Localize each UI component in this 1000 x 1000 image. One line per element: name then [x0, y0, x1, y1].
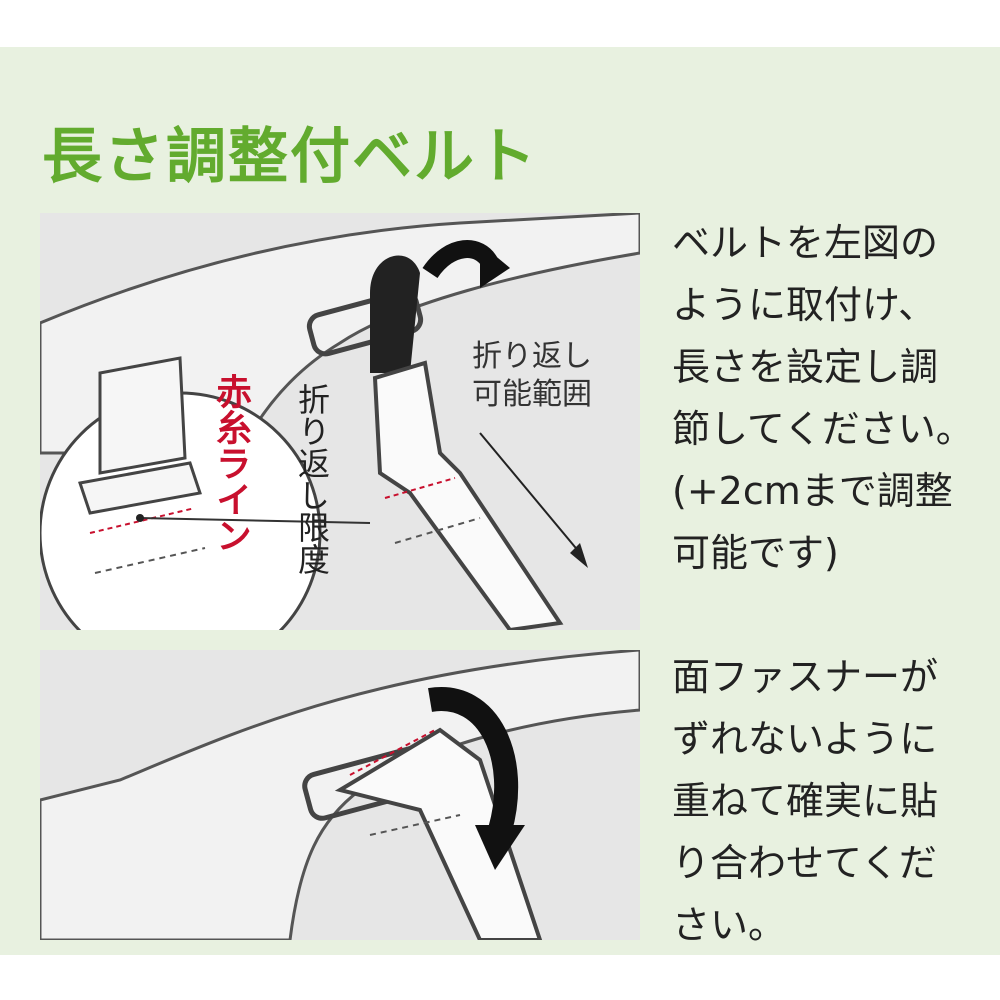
label-red-line: 赤糸ライン [210, 373, 251, 553]
instruction-text-2: 面ファスナーが ずれないように 重ねて確実に貼 り合わせてくだ さい。 [672, 646, 972, 956]
label-fold-limit: 折り返し限度 [293, 383, 331, 575]
belt-illustration-1 [40, 213, 640, 630]
text-line: 可能です) [672, 531, 839, 575]
text-line: 面ファスナーが [672, 655, 939, 699]
label-fold-range: 折り返し 可能範囲 [472, 338, 592, 414]
text-line: ベルトを左図の [672, 221, 939, 265]
label-line: 可能範囲 [472, 377, 592, 412]
illustration-belt-attach: 折り返し 可能範囲 折り返し限度 赤糸ライン [40, 213, 640, 630]
text-line: り合わせてくだ [672, 841, 937, 885]
text-line: (+2cmまで調整 [672, 469, 953, 513]
text-line: ように取付け、 [672, 283, 937, 327]
text-line: さい。 [672, 903, 787, 947]
belt-illustration-2 [40, 650, 640, 940]
instruction-text-1: ベルトを左図の ように取付け、 長さを設定し調 節してください。 (+2cmまで… [672, 212, 974, 584]
label-line: 折り返し [472, 339, 592, 374]
text-line: 重ねて確実に貼 [672, 779, 939, 823]
illustration-fastener [40, 650, 640, 940]
page-title: 長さ調整付ベルト [42, 122, 538, 192]
text-line: ずれないように [672, 717, 938, 761]
text-line: 長さを設定し調 [672, 345, 939, 389]
text-line: 節してください。 [672, 407, 974, 451]
